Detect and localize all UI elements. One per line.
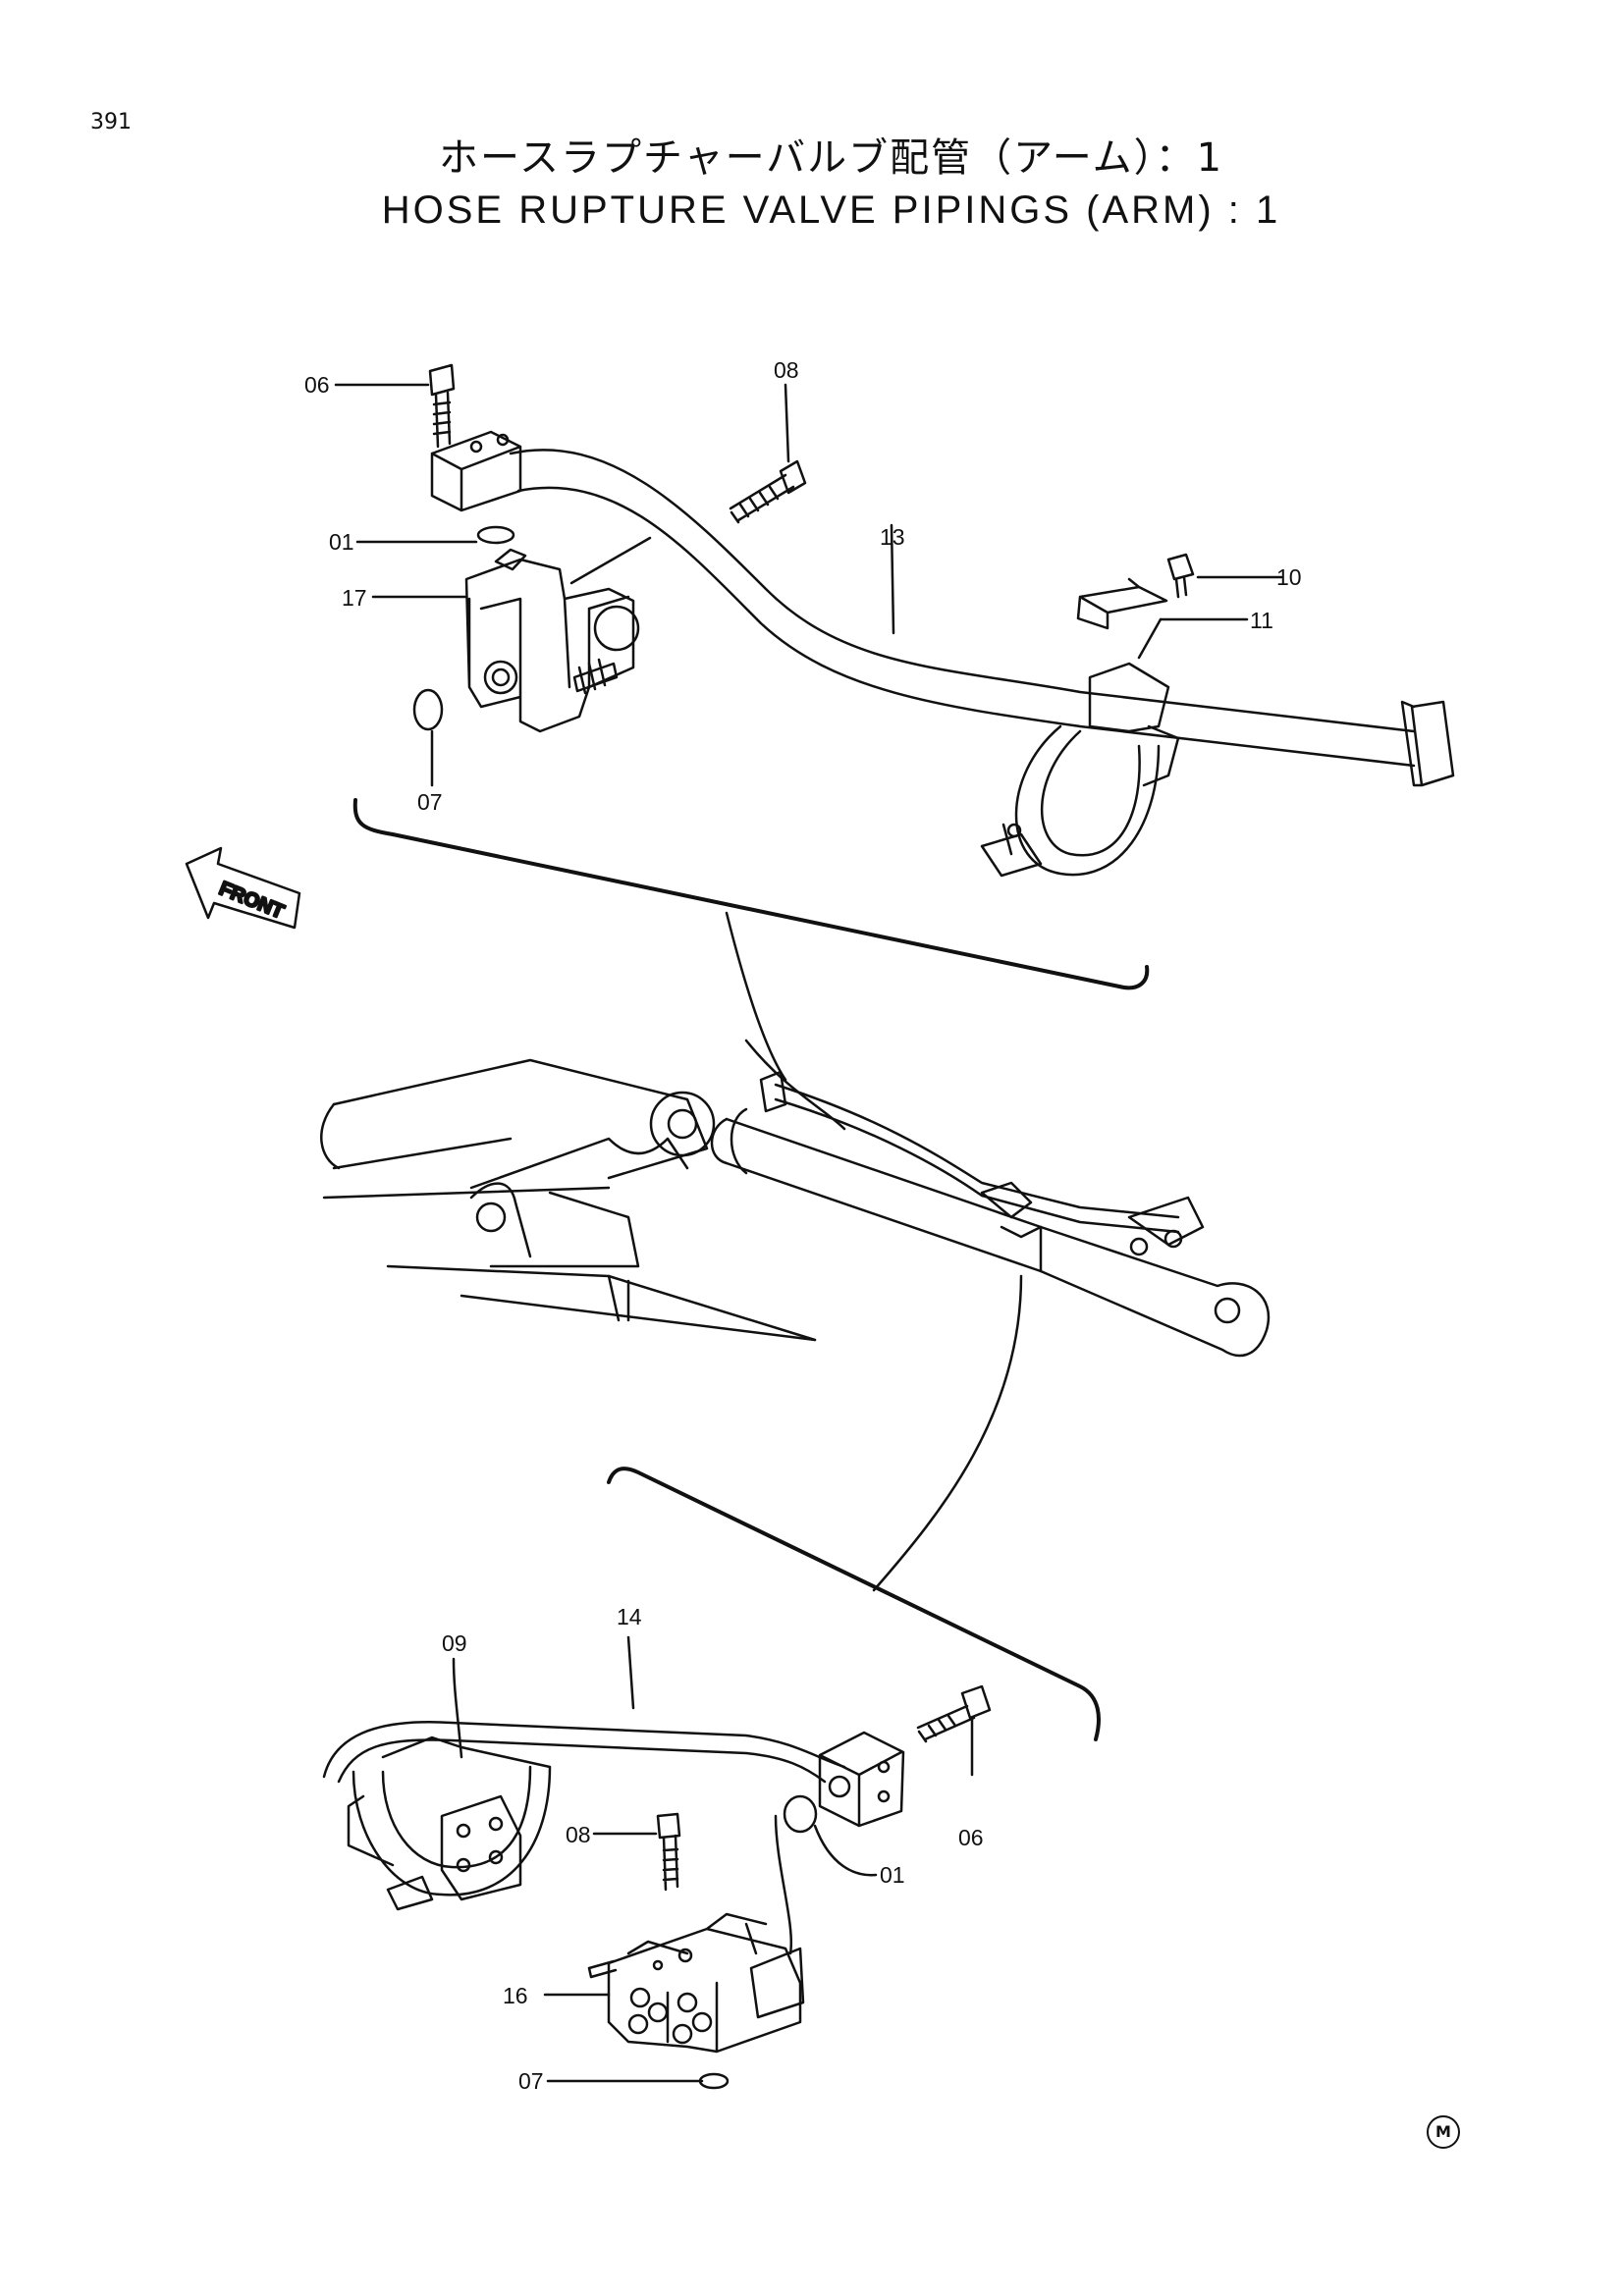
callout-07-top: 07 xyxy=(417,789,443,815)
bottom-callout-labels: 09 14 06 08 01 16 07 xyxy=(442,1604,984,2094)
callout-06-bottom: 06 xyxy=(958,1825,984,1850)
bolt-08-top xyxy=(729,459,807,524)
top-callout-labels: 06 08 01 13 10 11 17 07 xyxy=(304,357,1302,815)
flange-block-bottom xyxy=(818,1731,905,1828)
valve-16 xyxy=(607,1912,802,2054)
bracket-11 xyxy=(1076,577,1168,630)
callout-01-top: 01 xyxy=(329,529,354,555)
valve-17-top xyxy=(464,558,635,733)
callout-06-top: 06 xyxy=(304,372,330,398)
bolt-08-bottom xyxy=(656,1812,681,1892)
callout-01-bottom: 01 xyxy=(880,1862,905,1888)
callout-11: 11 xyxy=(1250,608,1273,633)
callout-16: 16 xyxy=(503,1983,528,2008)
oring-07-bottom xyxy=(698,2072,730,2090)
top-detail-assembly xyxy=(334,363,1455,878)
corner-mark: M xyxy=(1427,2115,1460,2149)
bolt-10 xyxy=(1166,553,1195,599)
oring-07-top xyxy=(412,688,444,731)
front-arrow-icon: FRONT xyxy=(185,846,301,930)
page-number: 391 xyxy=(90,110,132,134)
detail-bracket-bottom xyxy=(607,1467,1101,1741)
clamp-top xyxy=(980,662,1180,878)
oring-01-top xyxy=(476,525,515,545)
callout-07-bottom: 07 xyxy=(518,2068,544,2094)
clamp-bottom xyxy=(347,1735,552,1901)
oring-01-bottom xyxy=(783,1794,818,1834)
bottom-detail-assembly xyxy=(322,1635,992,2090)
pipe-end-flange xyxy=(1400,700,1455,787)
callout-10: 10 xyxy=(1276,564,1302,590)
callout-13: 13 xyxy=(880,524,905,550)
flange-block-top xyxy=(430,430,522,512)
callout-14: 14 xyxy=(617,1604,642,1629)
callout-09: 09 xyxy=(442,1630,467,1656)
title-japanese: ホースラプチャーバルブ配管（アーム）：1 xyxy=(438,135,1224,181)
callout-08-top: 08 xyxy=(774,357,799,383)
bolt-06-bottom xyxy=(916,1684,992,1743)
pipe-14 xyxy=(322,1721,846,1784)
title-english: HOSE RUPTURE VALVE PIPINGS (ARM) : 1 xyxy=(381,188,1281,232)
callout-17: 17 xyxy=(342,585,367,611)
detail-bracket-top xyxy=(352,798,1150,990)
bolt-06-top xyxy=(428,363,456,449)
pipe-13 xyxy=(509,449,1416,768)
callout-08-bottom: 08 xyxy=(566,1822,591,1847)
arm-assembly xyxy=(320,1039,1271,1358)
